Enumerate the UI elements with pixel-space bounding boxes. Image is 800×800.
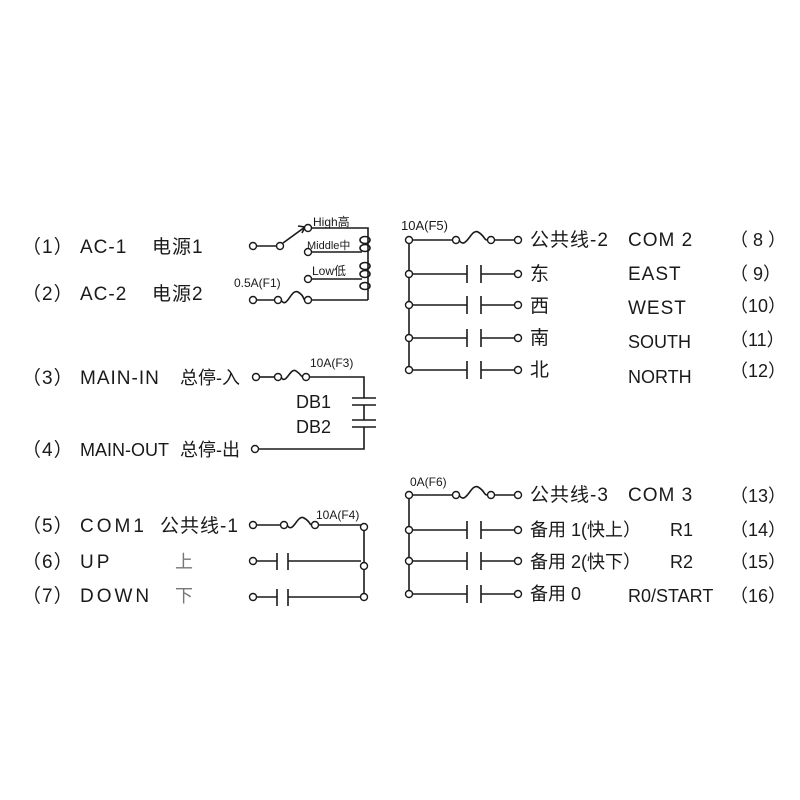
row-en-label: SOUTH	[628, 332, 691, 352]
com3-circuit	[404, 485, 523, 603]
tap-middle-label: Middle中	[307, 240, 351, 252]
contact-db1-label: DB1	[296, 392, 332, 412]
fuse-f1-label: 0.5A(F1)	[234, 276, 281, 290]
row-terminal-number: （16）	[730, 586, 787, 606]
fuse-f6-label: 0A(F6)	[410, 475, 447, 489]
terminal-cn-label: 公共线-1	[160, 516, 239, 537]
row-terminal-number: （11）	[730, 330, 785, 350]
terminal-code: UP	[80, 552, 113, 573]
terminal-number: （6）	[22, 552, 74, 573]
row-terminal-number: （15）	[730, 552, 787, 572]
stop-circuit	[250, 369, 376, 454]
terminal-code: MAIN-OUT	[80, 440, 169, 460]
terminal-cn-label: 总停-入	[180, 368, 240, 388]
row-en-label: COM 2	[628, 230, 694, 251]
fuse-f5-label: 10A(F5)	[401, 218, 448, 233]
tap-high-label: High高	[313, 215, 350, 229]
row-terminal-number: （ 9）	[730, 264, 782, 284]
com2-circuit	[404, 230, 523, 379]
terminal-cn-label: 电源2	[152, 284, 204, 305]
row-cn-label: 公共线-2	[530, 230, 609, 251]
contact-db2-label: DB2	[296, 417, 332, 437]
row-cn-label: 备用 0	[530, 584, 582, 604]
row-en-label: R0/START	[628, 586, 714, 606]
row-en-label: R2	[670, 552, 694, 572]
row-terminal-number: （12）	[730, 361, 787, 381]
row-en-label: R1	[670, 520, 694, 540]
terminal-code: AC-1	[80, 237, 128, 258]
terminal-number: （7）	[22, 586, 74, 607]
row-en-label: NORTH	[628, 367, 692, 387]
row-cn-label: 公共线-3	[530, 485, 609, 506]
row-cn-label: 南	[530, 328, 551, 349]
terminal-cn-label: 上	[175, 552, 193, 572]
row-cn-label: 东	[530, 264, 551, 285]
fuse-f1	[248, 290, 306, 305]
fuse-f4-label: 10A(F4)	[316, 508, 360, 522]
power-selector-switch	[248, 223, 371, 305]
fuse-f3-label: 10A(F3)	[310, 356, 354, 370]
row-en-label: WEST	[628, 298, 687, 319]
row-en-label: EAST	[628, 264, 682, 285]
terminal-code: COM1	[80, 516, 147, 537]
terminal-number: （1）	[22, 237, 74, 258]
terminal-number: （3）	[22, 368, 74, 389]
row-terminal-number: （13）	[730, 486, 787, 506]
terminal-code: AC-2	[80, 284, 128, 305]
com1-circuit	[248, 516, 369, 606]
tap-low-label: Low低	[312, 264, 347, 278]
row-terminal-number: （ 8 ）	[730, 230, 787, 250]
terminal-code: DOWN	[80, 586, 153, 607]
row-terminal-number: （14）	[730, 520, 787, 540]
terminal-cn-label: 总停-出	[180, 440, 240, 460]
terminal-number: （5）	[22, 516, 74, 537]
row-cn-label: 备用 1(快上）	[530, 520, 642, 540]
row-cn-label: 北	[530, 360, 551, 381]
terminal-cn-label: 下	[175, 586, 193, 606]
terminal-number: （2）	[22, 284, 74, 305]
row-cn-label: 西	[530, 296, 551, 317]
row-cn-label: 备用 2(快下）	[530, 552, 642, 572]
terminal-cn-label: 电源1	[152, 237, 204, 258]
terminal-number: （4）	[22, 440, 74, 461]
row-terminal-number: （10）	[730, 296, 787, 316]
row-en-label: COM 3	[628, 485, 694, 506]
terminal-code: MAIN-IN	[80, 368, 160, 389]
